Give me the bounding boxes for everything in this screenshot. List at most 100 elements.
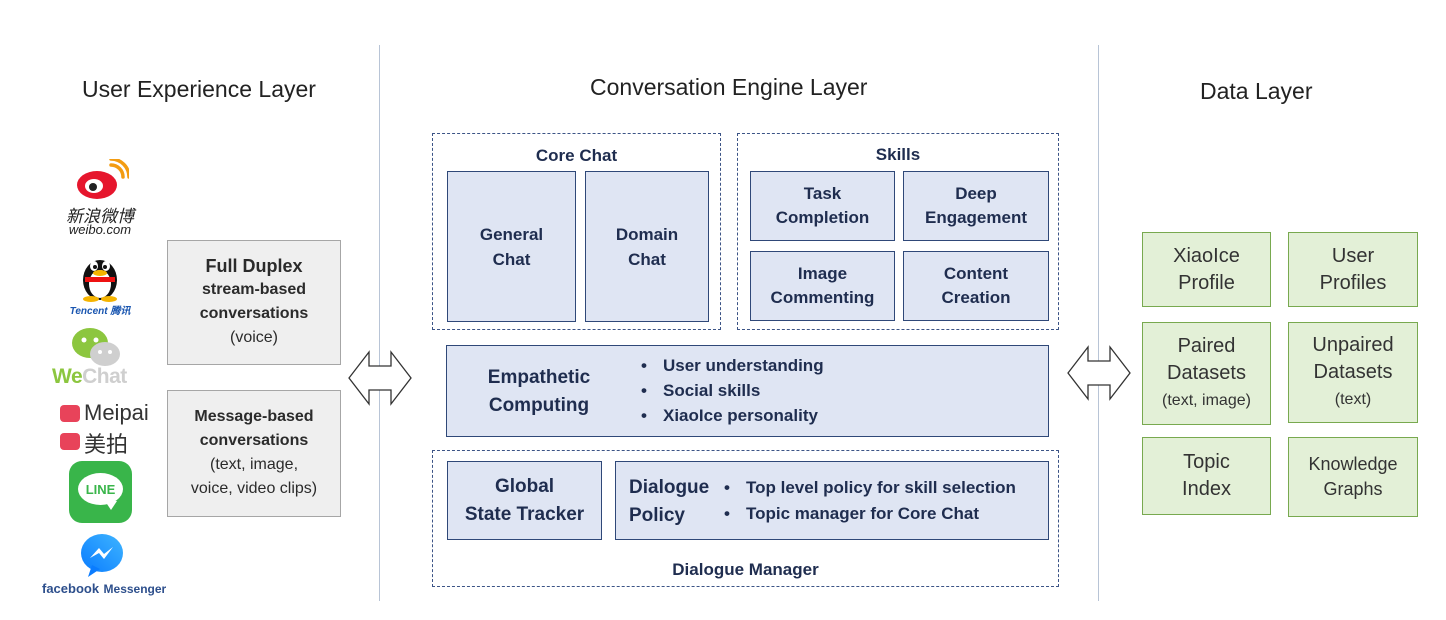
task-completion-line-1: Task xyxy=(803,184,842,203)
policy-bullet-2: Topic manager for Core Chat xyxy=(720,501,1016,527)
xiaoice-profile-line-1: XiaoIce xyxy=(1173,244,1240,267)
dialogue-manager-label: Dialogue Manager xyxy=(672,560,819,579)
policy-line-2: Policy xyxy=(629,505,685,526)
empathetic-title-line-2: Computing xyxy=(488,395,590,416)
user-experience-layer-title: User Experience Layer xyxy=(82,76,316,102)
paired-line-1: Paired xyxy=(1177,335,1236,357)
empathetic-bullet-1: User understanding xyxy=(637,353,824,378)
full-duplex-line-2: conversations xyxy=(199,305,309,322)
full-duplex-line-1: stream-based xyxy=(201,281,307,298)
message-based-title: Message-based xyxy=(194,408,314,425)
deep-engagement-box: Deep Engagement xyxy=(903,171,1049,241)
meipai-text: Meipai xyxy=(84,400,149,425)
separator-right xyxy=(1098,45,1099,601)
message-based-line-3: voice, video clips) xyxy=(190,480,318,497)
tracker-line-1: Global xyxy=(494,475,555,497)
content-creation-line-1: Content xyxy=(943,264,1009,283)
message-based-line-2: (text, image, xyxy=(209,456,299,473)
task-completion-line-2: Completion xyxy=(775,208,870,227)
topic-index-line-2: Index xyxy=(1182,478,1231,500)
general-chat-line-2: Chat xyxy=(492,249,531,269)
paired-datasets-box: Paired Datasets (text, image) xyxy=(1142,322,1271,425)
facebook-text: facebook xyxy=(42,581,100,596)
full-duplex-box: Full Duplex stream-based conversations (… xyxy=(167,240,341,365)
policy-bullet-1: Top level policy for skill selection xyxy=(720,475,1016,501)
separator-left xyxy=(379,45,380,601)
knowledge-graphs-box: Knowledge Graphs xyxy=(1288,437,1418,517)
line-bubble-icon: LINE xyxy=(78,473,123,505)
empathetic-bullets: User understanding Social skills XiaoIce… xyxy=(637,353,824,428)
weibo-url-text: weibo.com xyxy=(68,222,132,237)
knowledge-graphs-line-1: Knowledge xyxy=(1308,454,1398,474)
wechat-text: WeChat xyxy=(52,365,127,388)
unpaired-line-2: Datasets xyxy=(1313,361,1393,383)
line-logo: LINE xyxy=(69,461,132,523)
content-creation-box: Content Creation xyxy=(903,251,1049,321)
policy-line-1: Dialogue xyxy=(629,477,710,498)
skills-label: Skills xyxy=(875,145,921,164)
wechat-icon xyxy=(72,328,120,366)
xiaoice-profile-box: XiaoIce Profile xyxy=(1142,232,1271,307)
user-profiles-line-1: User xyxy=(1331,244,1375,267)
image-commenting-box: Image Commenting xyxy=(750,251,895,321)
domain-chat-box: Domain Chat xyxy=(585,171,709,322)
core-chat-group xyxy=(432,133,721,330)
dialogue-manager-group xyxy=(432,450,1059,587)
full-duplex-title: Full Duplex xyxy=(205,256,303,276)
empathetic-bullet-3: XiaoIce personality xyxy=(637,403,824,428)
image-commenting-line-1: Image xyxy=(797,264,848,283)
conversation-engine-layer-title: Conversation Engine Layer xyxy=(590,74,868,100)
weibo-logo: 新浪微博 weibo.com xyxy=(40,155,160,237)
qq-penguin-icon xyxy=(83,260,117,302)
message-based-box: Message-based conversations (text, image… xyxy=(167,390,341,517)
global-state-tracker-box: Global State Tracker xyxy=(447,461,602,540)
meipai-icon xyxy=(60,405,80,422)
image-commenting-line-2: Commenting xyxy=(770,288,875,307)
deep-engagement-line-1: Deep xyxy=(955,184,997,203)
unpaired-line-1: Unpaired xyxy=(1312,334,1394,356)
weibo-chinese-text: 新浪微博 xyxy=(66,207,134,227)
message-based-line-1: conversations xyxy=(199,432,309,449)
core-chat-label: Core Chat xyxy=(535,146,618,165)
xiaoice-profile-line-2: Profile xyxy=(1178,271,1235,294)
user-profiles-box: User Profiles xyxy=(1288,232,1418,307)
topic-index-box: Topic Index xyxy=(1142,437,1271,515)
empathetic-bullet-2: Social skills xyxy=(637,378,824,403)
dialogue-policy-box: Dialogue Policy Top level policy for ski… xyxy=(615,461,1049,540)
domain-chat-line-2: Chat xyxy=(628,249,666,269)
tencent-text: Tencent 腾讯 xyxy=(69,306,131,317)
tencent-logo: Tencent 腾讯 xyxy=(40,250,160,317)
weibo-icon xyxy=(77,159,129,199)
dialogue-policy-title: Dialogue Policy xyxy=(629,474,709,530)
user-profiles-line-2: Profiles xyxy=(1319,271,1387,294)
facebook-messenger-text: facebook Messenger xyxy=(42,580,166,598)
full-duplex-line-3: (voice) xyxy=(229,329,278,346)
empathetic-computing-title: Empathetic Computing xyxy=(469,364,609,420)
wechat-logo: WeChat xyxy=(40,327,160,393)
content-creation-line-2: Creation xyxy=(941,288,1011,307)
tracker-line-2: State Tracker xyxy=(464,503,585,525)
platform-logos: 新浪微博 weibo.com Tencent 腾讯 WeChat xyxy=(40,155,166,605)
paired-line-3: (text, image) xyxy=(1162,392,1251,409)
task-completion-box: Task Completion xyxy=(750,171,895,241)
general-chat-line-1: General xyxy=(479,224,544,244)
unpaired-line-3: (text) xyxy=(1334,391,1372,408)
left-double-arrow xyxy=(348,350,412,406)
empathetic-computing-box: Empathetic Computing User understanding … xyxy=(446,345,1049,437)
right-double-arrow xyxy=(1067,345,1131,401)
meipai-icon-2 xyxy=(60,433,80,450)
dialogue-policy-bullets: Top level policy for skill selection Top… xyxy=(720,475,1016,527)
domain-chat-line-1: Domain xyxy=(615,224,679,244)
unpaired-datasets-box: Unpaired Datasets (text) xyxy=(1288,322,1418,423)
general-chat-box: General Chat xyxy=(447,171,576,322)
paired-line-2: Datasets xyxy=(1167,362,1246,384)
data-layer-title: Data Layer xyxy=(1200,78,1313,104)
deep-engagement-line-2: Engagement xyxy=(924,208,1028,227)
line-bubble-tail xyxy=(105,501,117,510)
line-text: LINE xyxy=(85,481,116,497)
messenger-icon xyxy=(81,534,123,577)
meipai-chinese-text: 美拍 xyxy=(84,432,129,457)
knowledge-graphs-line-2: Graphs xyxy=(1323,479,1383,499)
empathetic-title-line-1: Empathetic xyxy=(487,367,591,388)
meipai-logo: Meipai 美拍 xyxy=(60,400,160,459)
